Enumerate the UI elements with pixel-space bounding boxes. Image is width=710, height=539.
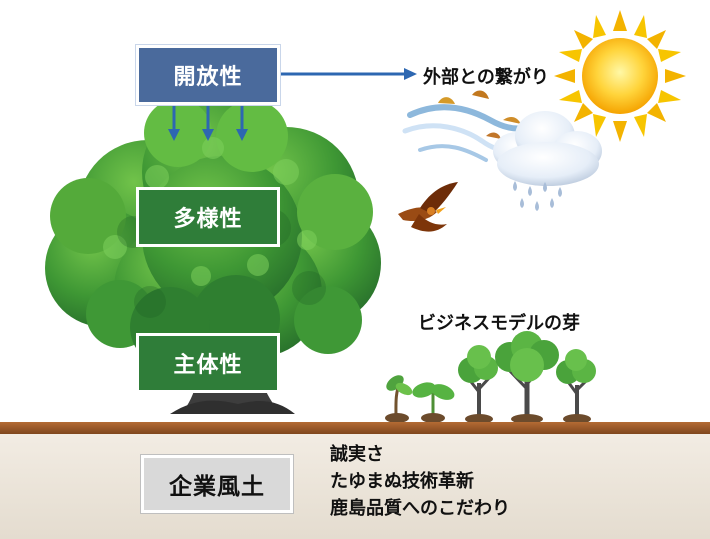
wind-icon bbox=[402, 90, 547, 162]
ground-area bbox=[0, 434, 710, 539]
diversity-box: 多様性 bbox=[136, 187, 280, 247]
foundation-item: 鹿島品質へのこだわり bbox=[330, 498, 510, 519]
corporate-culture-box: 企業風土 bbox=[141, 455, 293, 513]
corporate-culture-label: 企業風土 bbox=[169, 474, 265, 500]
independence-box: 主体性 bbox=[136, 333, 280, 393]
openness-box: 開放性 bbox=[136, 45, 280, 105]
foundation-item: 誠実さ bbox=[330, 444, 384, 465]
sun-icon bbox=[554, 10, 686, 142]
openness-label: 開放性 bbox=[173, 65, 243, 90]
foundation-item: たゆまぬ技術革新 bbox=[330, 471, 474, 492]
foundation-list: 誠実さ たゆまぬ技術革新 鹿島品質へのこだわり bbox=[330, 446, 510, 518]
independence-label: 主体性 bbox=[173, 353, 243, 378]
bird-icon bbox=[398, 182, 458, 232]
cloud-icon bbox=[493, 111, 602, 211]
soil-strip bbox=[0, 422, 710, 434]
arrow-group bbox=[168, 68, 417, 141]
business-model-label: ビジネスモデルの芽 bbox=[418, 313, 580, 334]
diversity-label: 多様性 bbox=[173, 207, 243, 232]
sprouts-icon bbox=[385, 331, 596, 424]
external-link-label: 外部との繋がり bbox=[423, 67, 549, 88]
